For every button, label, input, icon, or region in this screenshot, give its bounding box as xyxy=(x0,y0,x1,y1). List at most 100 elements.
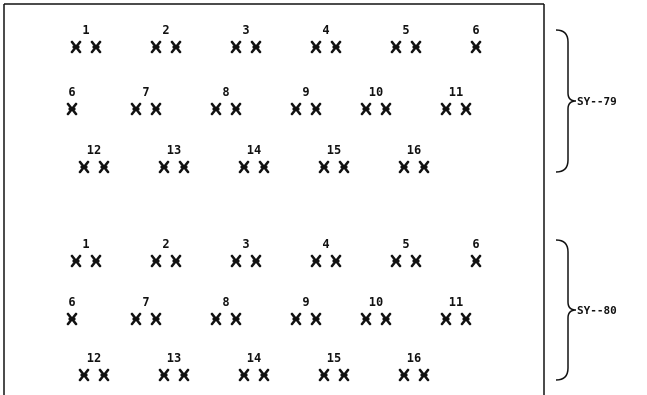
chromosome-pair: 12 xyxy=(80,351,108,380)
chromosome-number: 2 xyxy=(162,237,169,251)
chromosome-number: 15 xyxy=(327,143,341,157)
chromosome-pair: 16 xyxy=(400,143,428,172)
chromosome-number: 7 xyxy=(142,85,149,99)
chromosome-glyph xyxy=(420,370,428,380)
chromosome-glyph xyxy=(420,162,428,172)
chromosome-glyph xyxy=(392,256,400,266)
chromosome-pair: 3 xyxy=(232,237,260,266)
chromosome-glyph xyxy=(362,104,370,114)
chromosome-glyph xyxy=(382,314,390,324)
chromosome-glyph xyxy=(400,370,408,380)
chromosome-glyph xyxy=(400,162,408,172)
chromosome-glyph xyxy=(100,162,108,172)
chromosome-glyph xyxy=(92,42,100,52)
chromosome-glyph xyxy=(252,42,260,52)
chromosome-number: 13 xyxy=(167,351,181,365)
chromosome-pair: 3 xyxy=(232,23,260,52)
chromosome-glyph xyxy=(152,104,160,114)
chromosome-glyph xyxy=(180,370,188,380)
chromosome-pair: 11 xyxy=(442,85,470,114)
chromosome-glyph xyxy=(160,162,168,172)
chromosome-number: 6 xyxy=(472,237,479,251)
chromosome-glyph xyxy=(152,256,160,266)
chromosome-glyph xyxy=(442,314,450,324)
chromosome-pair: 5 xyxy=(392,237,420,266)
chromosome-pair: 7 xyxy=(132,295,160,324)
chromosome-pair: 6 xyxy=(472,23,480,52)
chromosome-glyph xyxy=(332,42,340,52)
chromosome-number: 14 xyxy=(247,351,261,365)
chromosome-number: 8 xyxy=(222,85,229,99)
chromosome-glyph xyxy=(332,256,340,266)
chromosome-glyph xyxy=(412,256,420,266)
chromosome-glyph xyxy=(232,256,240,266)
sample-label: SY--79 xyxy=(577,95,617,108)
chromosome-number: 16 xyxy=(407,143,421,157)
chromosome-number: 8 xyxy=(222,295,229,309)
chromosome-pair: 6 xyxy=(68,295,76,324)
chromosome-glyph xyxy=(72,256,80,266)
chromosome-number: 5 xyxy=(402,237,409,251)
chromosome-glyph xyxy=(392,42,400,52)
chromosome-pair: 12 xyxy=(80,143,108,172)
chromosome-glyph xyxy=(340,162,348,172)
chromosome-glyph xyxy=(212,314,220,324)
chromosome-pair: 15 xyxy=(320,351,348,380)
chromosome-number: 10 xyxy=(369,85,383,99)
chromosome-pair: 2 xyxy=(152,237,180,266)
chromosome-glyph xyxy=(462,104,470,114)
chromosome-glyph xyxy=(172,42,180,52)
chromosome-glyph xyxy=(240,370,248,380)
chromosome-number: 11 xyxy=(449,85,463,99)
figure-frame xyxy=(4,4,544,395)
chromosome-glyph xyxy=(152,314,160,324)
chromosome-glyph xyxy=(312,104,320,114)
chromosome-number: 10 xyxy=(369,295,383,309)
chromosome-glyph xyxy=(160,370,168,380)
chromosome-glyph xyxy=(68,314,76,324)
chromosome-glyph xyxy=(92,256,100,266)
sample-label: SY--80 xyxy=(577,304,617,317)
chromosome-glyph xyxy=(132,104,140,114)
chromosome-glyph xyxy=(472,42,480,52)
chromosome-pair: 1 xyxy=(72,237,100,266)
chromosome-pair: 2 xyxy=(152,23,180,52)
chromosome-pair: 13 xyxy=(160,351,188,380)
chromosome-pair: 8 xyxy=(212,295,240,324)
chromosome-glyph xyxy=(292,314,300,324)
chromosome-number: 5 xyxy=(402,23,409,37)
chromosome-number: 9 xyxy=(302,85,309,99)
chromosome-glyph xyxy=(340,370,348,380)
chromosome-pair: 1 xyxy=(72,23,100,52)
chromosome-glyph xyxy=(412,42,420,52)
chromosome-number: 6 xyxy=(472,23,479,37)
chromosome-glyph xyxy=(232,42,240,52)
chromosome-glyph xyxy=(442,104,450,114)
chromosome-glyph xyxy=(260,162,268,172)
chromosome-number: 1 xyxy=(82,237,89,251)
chromosome-number: 3 xyxy=(242,23,249,37)
chromosome-glyph xyxy=(462,314,470,324)
chromosome-number: 6 xyxy=(68,295,75,309)
chromosome-pair: 9 xyxy=(292,295,320,324)
chromosome-number: 14 xyxy=(247,143,261,157)
chromosome-number: 2 xyxy=(162,23,169,37)
bracket xyxy=(556,240,576,380)
chromosome-glyph xyxy=(312,256,320,266)
chromosome-pair: 6 xyxy=(472,237,480,266)
chromosome-pair: 14 xyxy=(240,143,268,172)
chromosome-pair: 5 xyxy=(392,23,420,52)
chromosome-number: 3 xyxy=(242,237,249,251)
chromosome-pair: 14 xyxy=(240,351,268,380)
chromosome-pair: 4 xyxy=(312,237,340,266)
chromosome-pair: 11 xyxy=(442,295,470,324)
chromosome-glyph xyxy=(80,370,88,380)
chromosome-pair: 13 xyxy=(160,143,188,172)
chromosome-glyph xyxy=(72,42,80,52)
chromosome-pair: 10 xyxy=(362,295,390,324)
chromosome-number: 4 xyxy=(322,237,329,251)
chromosome-glyph xyxy=(312,314,320,324)
chromosome-glyph xyxy=(292,104,300,114)
